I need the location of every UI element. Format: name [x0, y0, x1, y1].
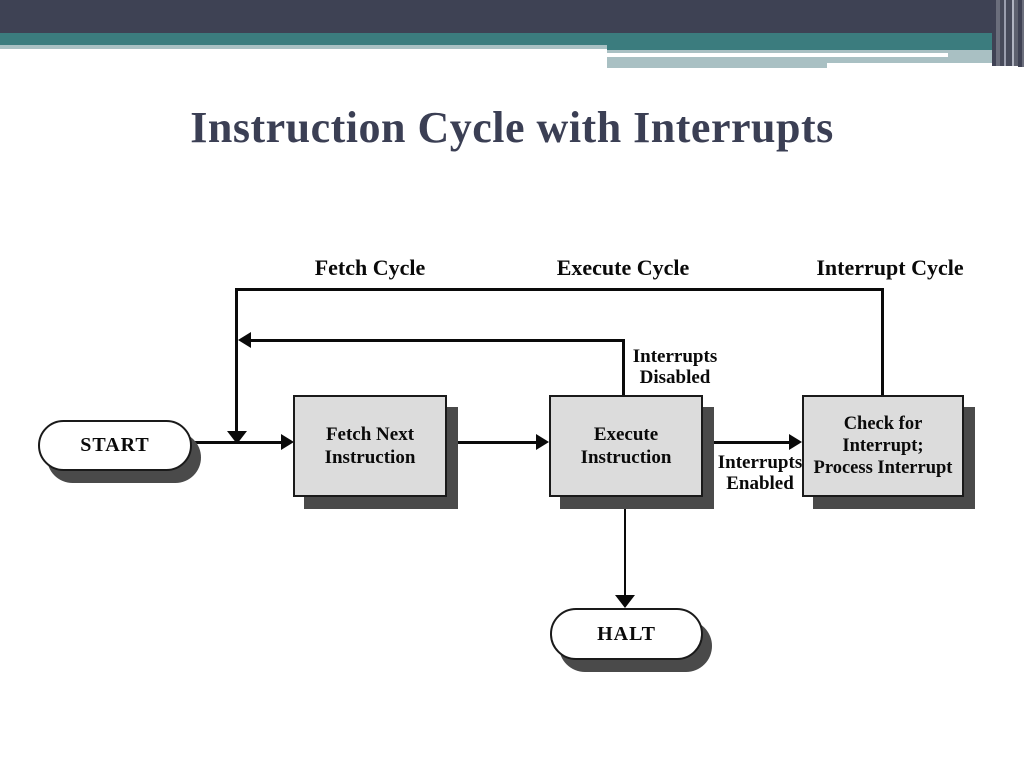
node-label-line: Instruction: [324, 447, 416, 468]
label-line: Interrupts: [717, 452, 803, 473]
edge-top-return-line: [235, 288, 884, 291]
arrowhead-left-to-vertical: [238, 332, 251, 348]
node-check-process-interrupt: Check for Interrupt; Process Interrupt: [802, 395, 964, 497]
arrowhead-into-execute: [536, 434, 549, 450]
label-execute-cycle: Execute Cycle: [556, 255, 690, 280]
label-interrupts-enabled: Interrupts Enabled: [708, 452, 812, 494]
corner-stripe: [1012, 0, 1014, 66]
node-label-line: Execute: [593, 424, 659, 445]
header-right-light-lower: [607, 63, 827, 68]
node-label-line: Check for: [843, 414, 923, 434]
corner-stripe: [1018, 0, 1022, 67]
edge-into-check-vertical: [881, 288, 884, 395]
node-halt: HALT: [550, 608, 703, 660]
corner-stripe: [1000, 0, 1004, 66]
header-right-teal-block: [607, 33, 1024, 50]
edge-execute-top-vertical: [622, 339, 625, 395]
label-fetch-cycle: Fetch Cycle: [314, 255, 426, 280]
node-execute-instruction: Execute Instruction: [549, 395, 703, 497]
header-dark-band: [0, 0, 1024, 33]
arrowhead-down-to-start-line: [227, 431, 247, 444]
node-start: START: [38, 420, 192, 471]
label-interrupts-disabled: Interrupts Disabled: [623, 346, 727, 388]
node-fetch-next-instruction: Fetch Next Instruction: [293, 395, 447, 497]
node-label-line: Process Interrupt: [813, 458, 953, 478]
label-line: Enabled: [726, 473, 794, 494]
node-halt-label: HALT: [597, 622, 656, 645]
edge-execute-to-halt: [624, 497, 626, 596]
corner-stripe: [996, 0, 1000, 66]
arrowhead-into-halt: [615, 595, 635, 608]
arrowhead-into-fetch: [281, 434, 294, 450]
header-right-white-line: [607, 53, 948, 57]
header-light-band: [0, 45, 607, 49]
node-start-label: START: [80, 434, 150, 456]
edge-left-vertical: [235, 288, 238, 432]
page-title: Instruction Cycle with Interrupts: [190, 103, 834, 152]
node-label-line: Fetch Next: [325, 424, 415, 445]
corner-stripe: [1014, 0, 1018, 66]
label-interrupt-cycle: Interrupt Cycle: [816, 255, 964, 280]
corner-stripe: [992, 0, 996, 66]
corner-stripe: [1022, 0, 1024, 67]
node-label-line: Interrupt;: [842, 436, 924, 456]
edge-execute-return-line: [247, 339, 625, 342]
label-line: Disabled: [639, 367, 711, 388]
arrowhead-into-check: [789, 434, 802, 450]
edge-execute-to-check: [705, 441, 790, 444]
edge-fetch-to-execute: [449, 441, 537, 444]
edge-start-to-fetch: [194, 441, 284, 444]
corner-stripe: [1004, 0, 1006, 66]
node-label-line: Instruction: [580, 447, 672, 468]
label-line: Interrupts: [632, 346, 718, 367]
corner-stripe: [1006, 0, 1012, 66]
